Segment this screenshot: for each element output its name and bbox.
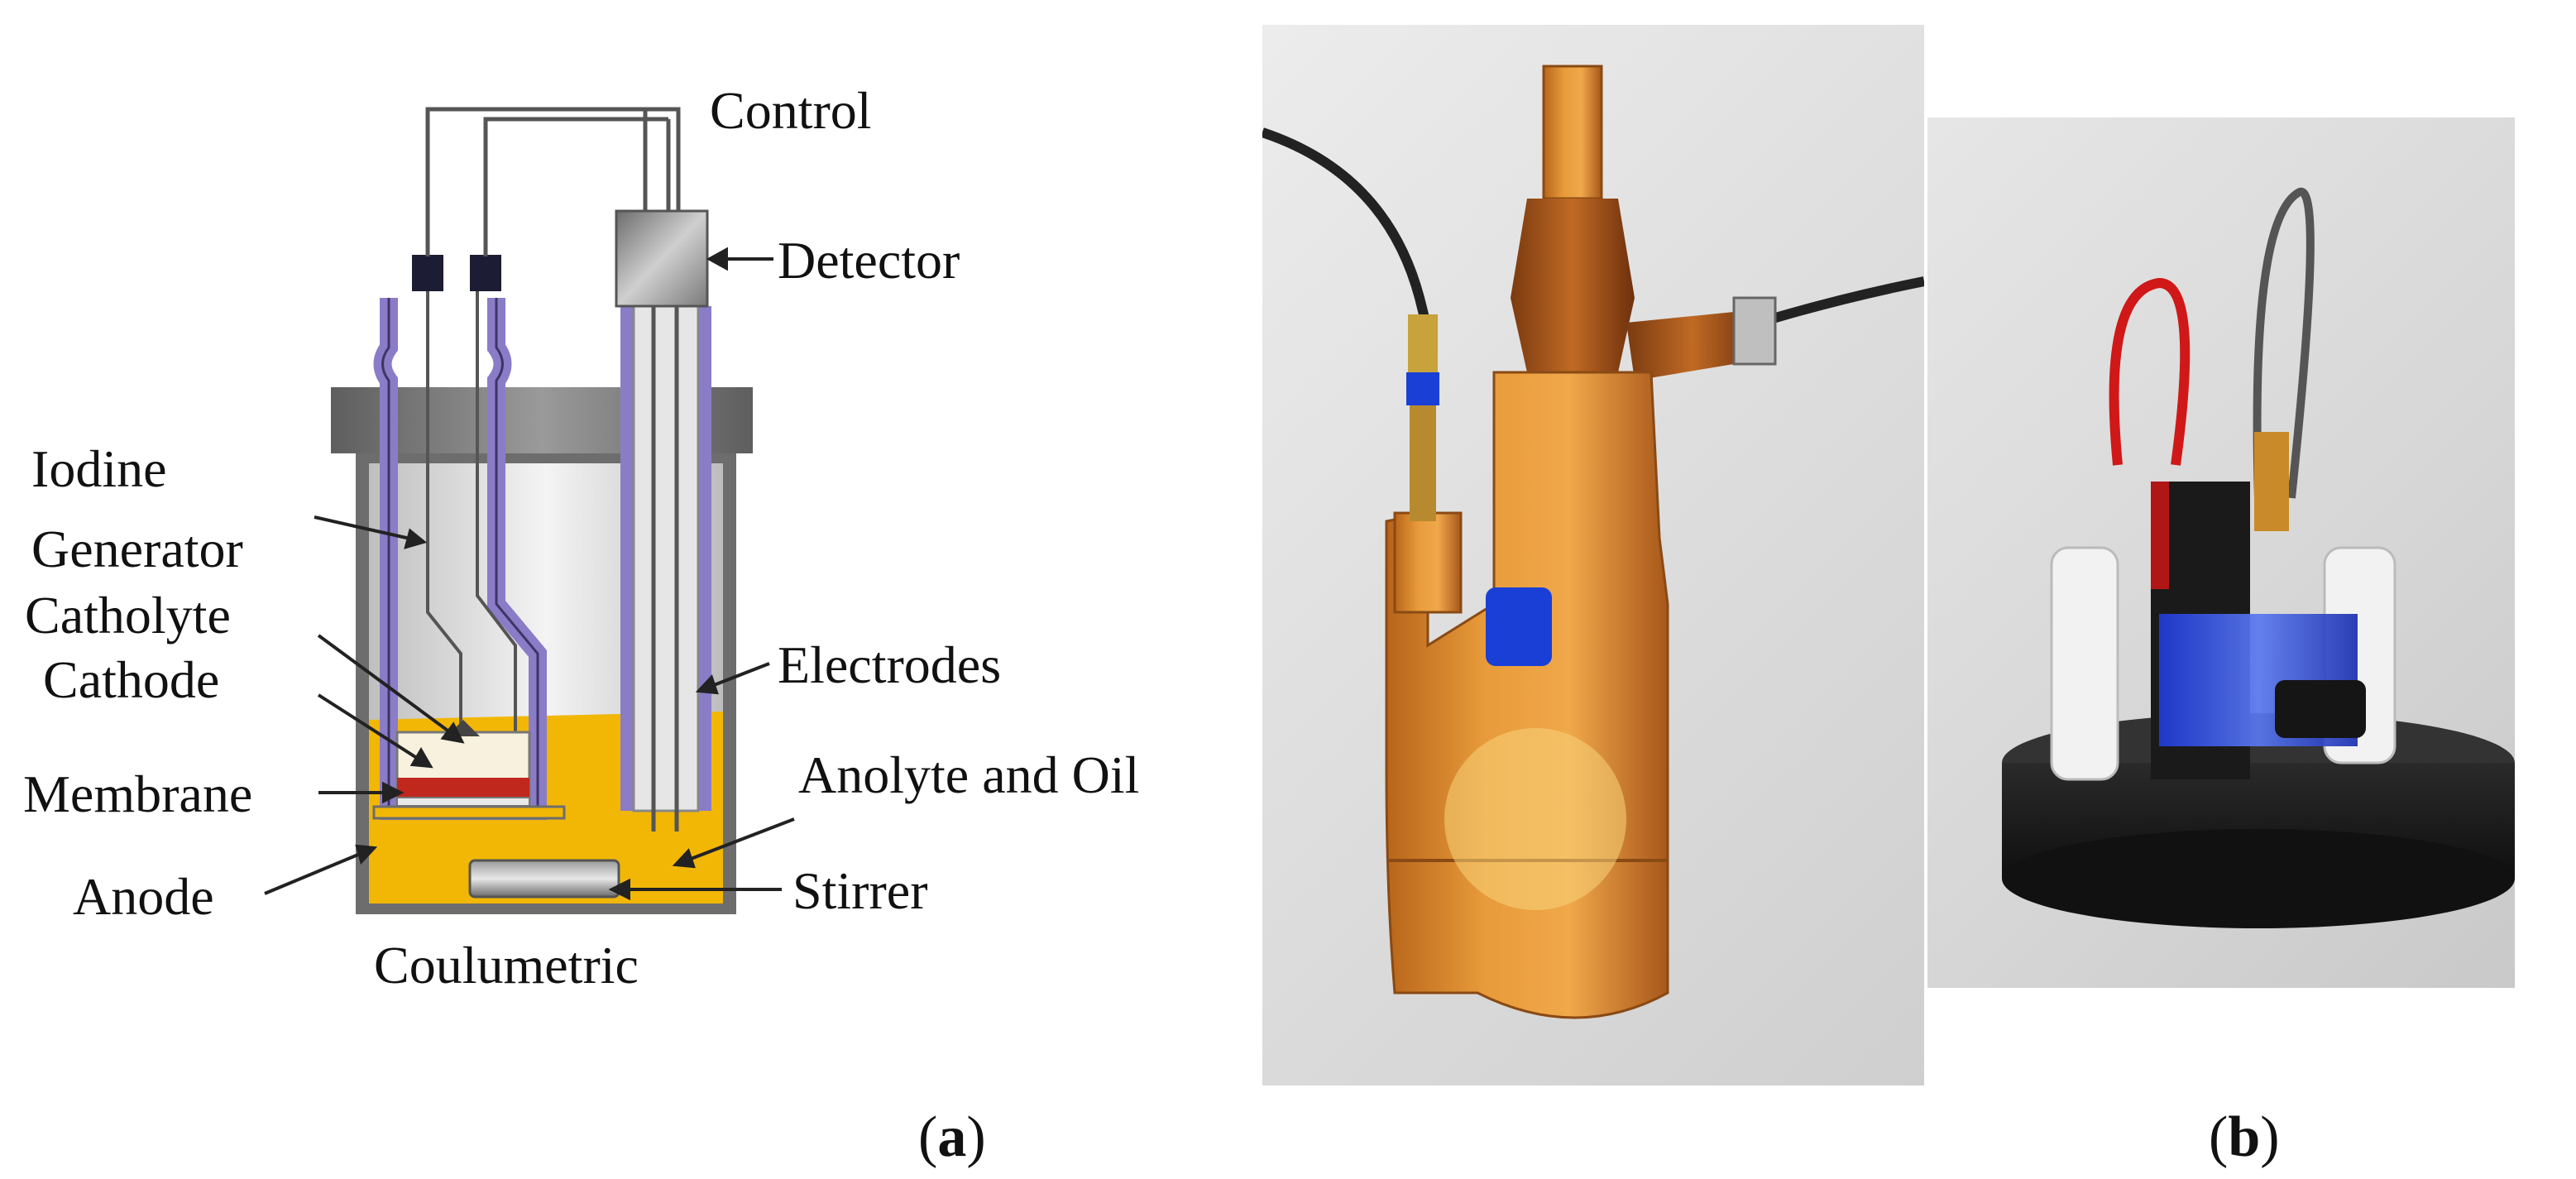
anode bbox=[372, 805, 566, 820]
caption-b-close: ) bbox=[2260, 1105, 2280, 1169]
caption-a-letter: a bbox=[937, 1105, 967, 1169]
photo-blue-reagent-cell bbox=[1927, 117, 2515, 988]
photo-amber-titration-cell bbox=[1262, 25, 1924, 1086]
label-generator: Generator bbox=[31, 520, 243, 578]
control-wires bbox=[425, 107, 681, 256]
label-coulumetric: Coulumetric bbox=[374, 936, 639, 994]
label-control: Control bbox=[710, 81, 872, 140]
caption-a-open: ( bbox=[918, 1105, 938, 1169]
label-cathode: Cathode bbox=[43, 650, 220, 709]
coulometric-cell-diagram bbox=[264, 107, 795, 914]
label-membrane: Membrane bbox=[23, 764, 253, 823]
label-catholyte: Catholyte bbox=[25, 586, 231, 645]
caption-a-close: ) bbox=[966, 1105, 986, 1169]
detector-box bbox=[615, 209, 709, 308]
label-anolyte-and-oil: Anolyte and Oil bbox=[798, 745, 1140, 804]
label-stirrer: Stirrer bbox=[792, 861, 928, 920]
caption-b: (b) bbox=[2209, 1105, 2280, 1171]
label-electrodes: Electrodes bbox=[778, 635, 1002, 694]
detector-electrode-tube bbox=[615, 209, 711, 832]
stirrer-bar bbox=[468, 859, 620, 899]
label-iodine: Iodine bbox=[31, 439, 167, 498]
caption-b-open: ( bbox=[2209, 1105, 2229, 1169]
leader-lines bbox=[264, 247, 795, 901]
caption-b-letter: b bbox=[2228, 1105, 2261, 1169]
label-anode: Anode bbox=[73, 867, 214, 926]
iodine-generator-tube bbox=[373, 255, 547, 820]
membrane bbox=[397, 778, 529, 798]
label-detector: Detector bbox=[778, 231, 960, 290]
caption-a: (a) bbox=[918, 1105, 986, 1171]
